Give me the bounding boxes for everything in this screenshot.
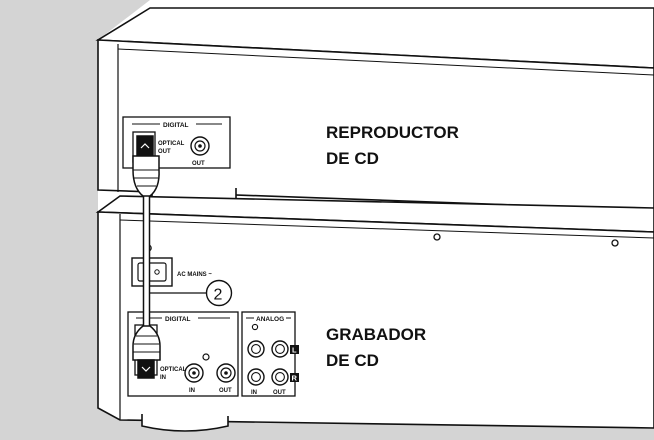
coax-in-jack-core [192, 371, 196, 375]
analog-label-bg [254, 314, 286, 323]
optical-cable [132, 135, 161, 379]
callout-step-number: 2 [214, 287, 223, 304]
digital-label-bg [162, 314, 198, 323]
analog-out-label: OUT [273, 390, 286, 396]
indicator-hole-icon [251, 323, 259, 331]
player-back-panel [97, 39, 654, 211]
upper-plug-tip-detail [140, 143, 150, 149]
cable-run [142, 185, 151, 337]
player-top-surface [95, 7, 654, 69]
coax-in-label: IN [189, 388, 195, 394]
analog-out-left-jack-inner [275, 344, 285, 354]
cd-player [95, 7, 654, 211]
recorder-title-line1: GRABADOR [326, 325, 426, 344]
indicator-hole-icon [202, 353, 210, 361]
player-coax-jack-core [198, 144, 202, 148]
lower-plug-grip [133, 335, 160, 353]
analog-out-right-jack-inner [275, 372, 285, 382]
screw-icon [611, 239, 619, 247]
screw-icon [433, 233, 441, 241]
lower-plug-body [132, 325, 161, 361]
channel-left-label: L [292, 346, 297, 355]
coax-out-jack-core [224, 371, 228, 375]
digital-label-bg [160, 119, 196, 128]
ac-pin [154, 269, 160, 275]
upper-plug-body [132, 155, 160, 197]
lower-plug-tip-detail [141, 366, 151, 372]
recorder-title-line2: DE CD [326, 351, 379, 370]
channel-right-badge [290, 373, 299, 382]
recorder-digital-label: DIGITAL [165, 316, 191, 323]
cd-recorder [95, 195, 654, 432]
player-title-line1: REPRODUCTOR [326, 123, 459, 142]
channel-right-label: R [292, 374, 298, 383]
coax-out-label: OUT [219, 388, 232, 394]
player-coax-label: OUT [192, 161, 205, 167]
player-title-line2: DE CD [326, 149, 379, 168]
lower-plug-tip [137, 359, 155, 379]
analog-label: ANALOG [256, 316, 284, 323]
analog-in-right-jack-inner [251, 372, 261, 382]
recorder-top-line [119, 219, 654, 239]
upper-plug-grip [133, 169, 159, 187]
player-top-line [117, 48, 654, 76]
recorder-optical-label-2: IN [160, 375, 166, 381]
player-optical-label-1: OPTICAL [158, 141, 185, 147]
analog-in-label: IN [251, 390, 257, 396]
callout-circle [205, 279, 233, 307]
recorder-foot [141, 414, 229, 432]
recorder-top-surface [95, 195, 654, 233]
ac-mains-label: AC MAINS ~ [177, 272, 212, 278]
ac-mains-socket-inner [137, 262, 167, 282]
recorder-optical-label-1: OPTICAL [160, 367, 187, 373]
channel-left-badge [290, 345, 299, 354]
player-optical-label-2: OUT [158, 149, 171, 155]
analog-in-left-jack-inner [251, 344, 261, 354]
upper-plug-tip [136, 135, 154, 157]
player-digital-label: DIGITAL [163, 122, 189, 129]
